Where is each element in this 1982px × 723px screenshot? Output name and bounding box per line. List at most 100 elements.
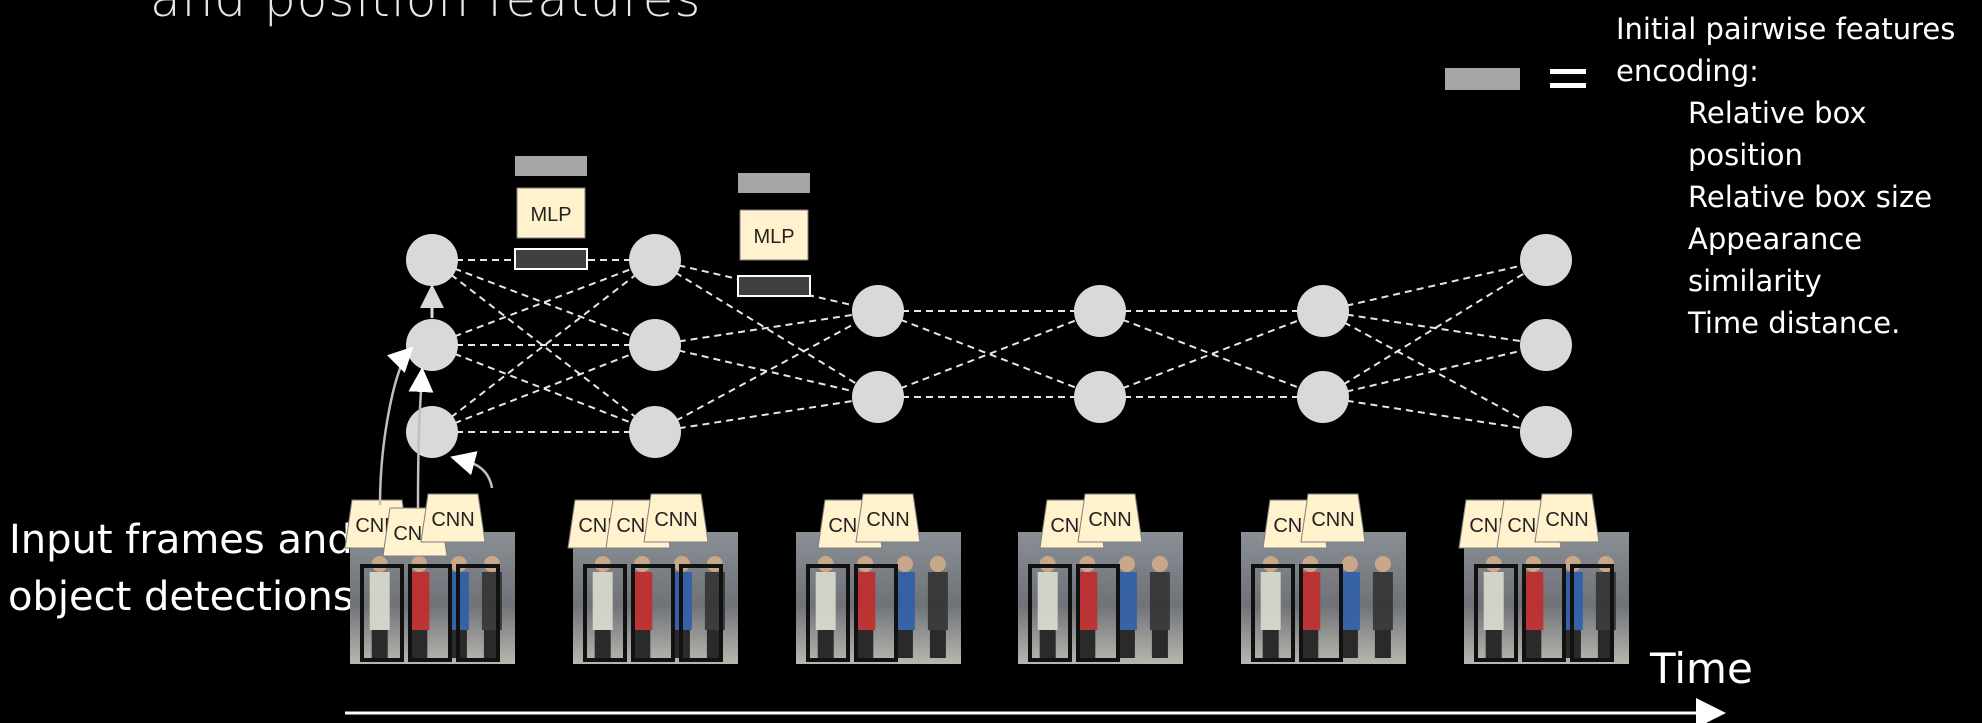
graph-node	[1520, 406, 1572, 458]
graph-node	[406, 319, 458, 371]
pedestrian-legs	[411, 630, 428, 658]
graph-nodes	[406, 234, 1572, 458]
input-label-line-1: Input frames and	[9, 517, 353, 563]
pedestrian	[1483, 572, 1504, 630]
cnn-label: CNN	[1088, 509, 1131, 531]
detection-box	[360, 564, 404, 662]
pedestrian	[632, 572, 653, 630]
pedestrian-legs	[857, 630, 874, 658]
graph-edge	[654, 259, 879, 398]
input-frame	[1018, 532, 1183, 664]
graph-edge	[654, 310, 879, 346]
graph-edge	[1322, 344, 1547, 398]
feature-bar	[738, 173, 810, 193]
graph-node	[629, 319, 681, 371]
mlp-label: MLP	[753, 226, 794, 248]
pedestrian	[1300, 572, 1321, 630]
cnn-block	[1300, 493, 1366, 543]
pedestrian	[369, 572, 390, 630]
feature-arrow	[450, 451, 494, 489]
legend-item-time: Time distance.	[1688, 306, 1901, 340]
detection-box	[1076, 564, 1120, 662]
graph-node	[1074, 371, 1126, 423]
input-frame	[796, 532, 961, 664]
pedestrian-head	[1118, 556, 1135, 572]
graph-edge	[431, 344, 656, 433]
input-frame	[1241, 532, 1406, 664]
pedestrian-legs	[634, 630, 651, 658]
cnn-block	[855, 493, 921, 543]
pedestrian	[1339, 572, 1360, 630]
pedestrian-legs	[1302, 630, 1319, 658]
pedestrian	[1372, 572, 1393, 630]
input-frames-label: Input frames and object detections	[8, 512, 354, 626]
cnn-label: CNN	[1311, 509, 1354, 531]
pedestrian	[1037, 572, 1058, 630]
legend-feature-bar	[1445, 68, 1520, 90]
graph-edge	[431, 344, 656, 433]
pedestrian	[1149, 572, 1170, 630]
time-axis-label: Time	[1650, 644, 1753, 693]
graph-node	[1520, 234, 1572, 286]
detection-box	[456, 564, 500, 662]
pedestrian	[855, 572, 876, 630]
graph-edge	[877, 310, 1101, 398]
legend-item-position: Relative box position	[1688, 96, 1867, 172]
pedestrian-legs	[371, 630, 388, 658]
mlp-label: MLP	[530, 204, 571, 226]
detection-box	[854, 564, 898, 662]
graph-edge	[654, 396, 879, 433]
pedestrian-legs	[1262, 630, 1279, 658]
mlp-box	[516, 187, 586, 239]
detection-box	[806, 564, 850, 662]
pedestrian-legs	[1039, 630, 1056, 658]
graph-edge	[1099, 310, 1324, 398]
cnn-block	[1077, 493, 1143, 543]
detection-box	[583, 564, 627, 662]
graph-node	[1074, 285, 1126, 337]
graph-edge	[431, 259, 656, 346]
detection-box	[1299, 564, 1343, 662]
pedestrian-legs	[1341, 630, 1358, 658]
graph-edge	[431, 259, 656, 433]
graph-node	[852, 285, 904, 337]
legend-text: Initial pairwise features encoding: Rela…	[1616, 8, 1982, 344]
legend-item-size: Relative box size	[1688, 180, 1933, 214]
detection-box	[1028, 564, 1072, 662]
slide-title: and position features	[150, 0, 701, 28]
graph-edge	[1322, 259, 1547, 398]
pedestrian-legs	[1597, 630, 1614, 658]
equals-sign-top	[1550, 69, 1586, 74]
cnn-label: CNN	[866, 509, 909, 531]
feature-arrow	[378, 346, 414, 506]
detection-box	[1251, 564, 1295, 662]
graph-edge	[877, 310, 1101, 398]
pedestrian	[1116, 572, 1137, 630]
graph-node	[1297, 285, 1349, 337]
cnn-label: CNN	[654, 509, 697, 531]
detection-box	[408, 564, 452, 662]
graph-edge	[654, 310, 879, 433]
pedestrian	[894, 572, 915, 630]
legend-item-appearance: Appearance similarity	[1688, 222, 1863, 298]
graph-edge	[1322, 259, 1547, 312]
feature-arrow	[408, 367, 434, 509]
cnn-block	[643, 493, 709, 543]
cnn-block	[420, 493, 486, 543]
pedestrian-legs	[1485, 630, 1502, 658]
input-frame	[573, 532, 738, 664]
detection-box	[1570, 564, 1614, 662]
input-label-line-2: object detections	[8, 574, 354, 620]
pedestrian-legs	[483, 630, 500, 658]
pedestrian-head	[929, 556, 946, 572]
graph-edge	[1099, 310, 1324, 398]
cnn-block	[1534, 493, 1600, 543]
graph-edge	[431, 259, 656, 346]
pedestrian-legs	[1151, 630, 1168, 658]
graph-node	[1297, 371, 1349, 423]
mlp-box	[739, 209, 809, 261]
feature-bar	[515, 156, 587, 176]
pedestrian-head	[896, 556, 913, 572]
graph-node	[406, 234, 458, 286]
